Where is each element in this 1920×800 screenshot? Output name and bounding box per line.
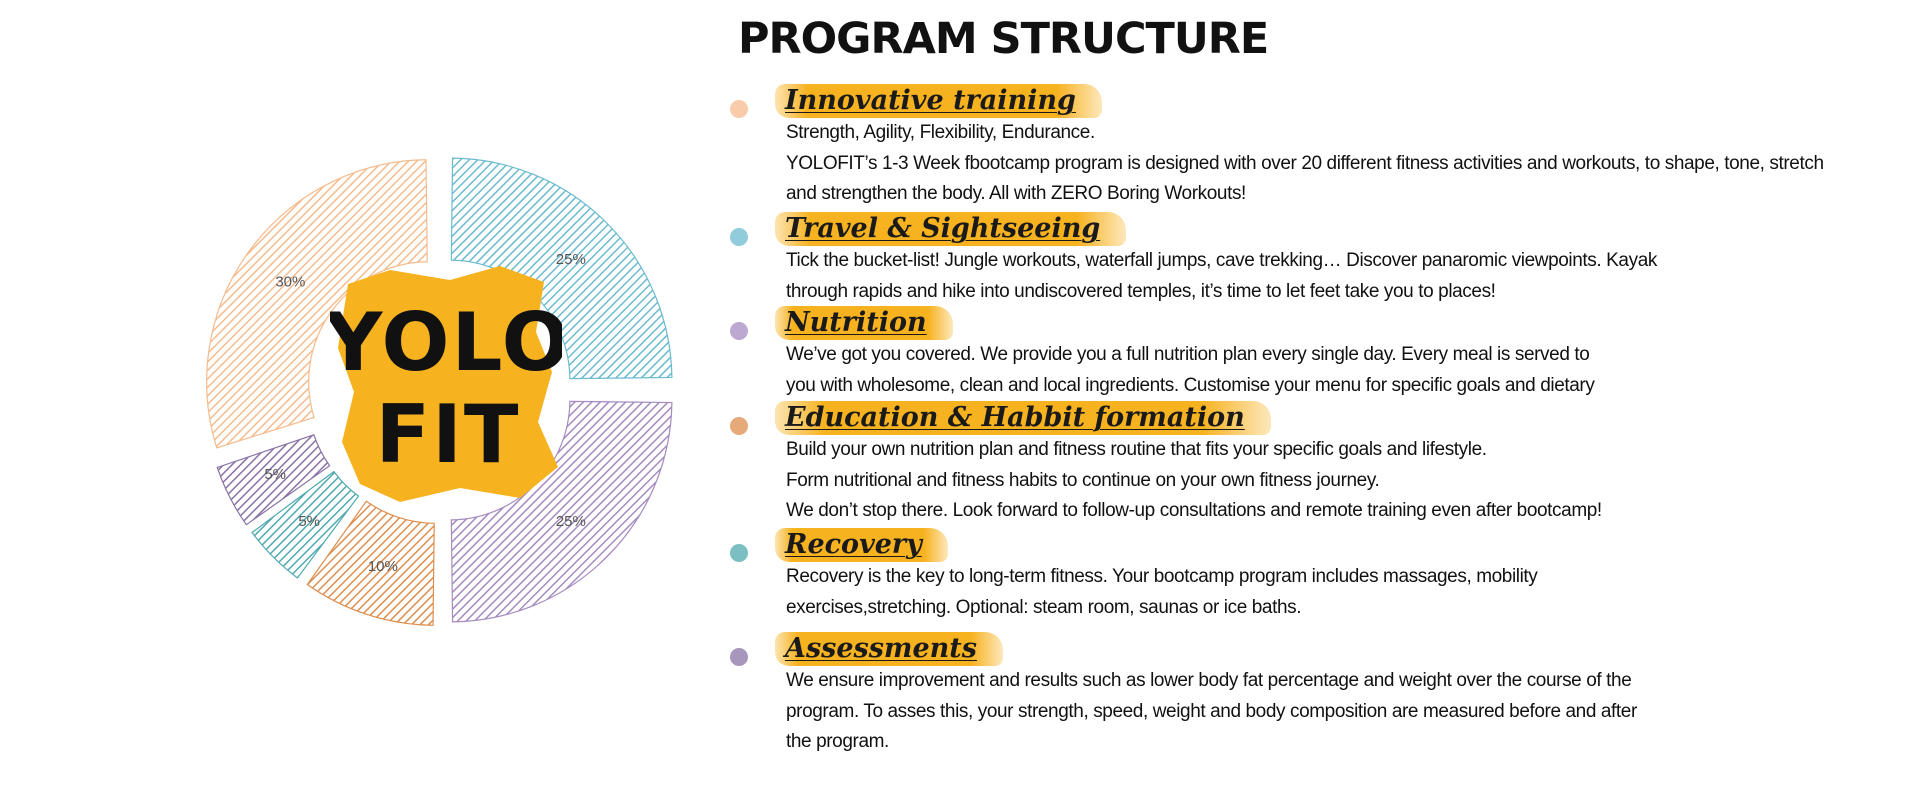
slice-percent-label: 5% — [298, 513, 320, 530]
section-heading: Travel & Sightseeing — [775, 212, 1127, 246]
section-body: Build your own nutrition plan and fitnes… — [786, 435, 1602, 527]
body-line: you with wholesome, clean and local ingr… — [786, 374, 1595, 396]
logo-line-1: YOLO — [330, 296, 562, 389]
section-heading: Recovery — [775, 528, 948, 562]
donut-slice — [251, 470, 360, 579]
body-line: Form nutritional and fitness habits to c… — [786, 469, 1380, 491]
section-body: We ensure improvement and results such a… — [786, 666, 1637, 758]
slice-percent-label: 30% — [275, 273, 305, 290]
donut-chart: 25% 25% 10% 5% 5% 30% — [160, 120, 720, 680]
body-line: and strengthen the body. All with ZERO B… — [786, 183, 1246, 204]
body-line: We ensure improvement and results such a… — [786, 670, 1632, 691]
section-body: Strength, Agility, Flexibility, Enduranc… — [786, 118, 1824, 210]
section-heading: Innovative training — [775, 84, 1102, 118]
slice-percent-label: 5% — [264, 466, 286, 483]
body-line: Tick the bucket-list! Jungle workouts, w… — [786, 250, 1657, 271]
body-line: through rapids and hike into undiscovere… — [786, 280, 1496, 302]
section-heading: Nutrition — [775, 306, 953, 340]
section-heading: Assessments — [775, 632, 1003, 666]
section-body: Recovery is the key to long-term fitness… — [786, 562, 1538, 623]
donut-svg: 25% 25% 10% 5% 5% 30% — [206, 157, 673, 626]
donut-slice — [306, 500, 435, 626]
bullet-dot-icon — [730, 648, 748, 666]
yolo-fit-logo: YOLO FIT — [330, 262, 562, 506]
bullet-dot-icon — [730, 100, 748, 118]
section-heading: Education & Habbit formation — [775, 401, 1271, 435]
body-line: We’ve got you covered. We provide you a … — [786, 344, 1590, 365]
body-line: the program. — [786, 731, 889, 752]
body-line: Strength, Agility, Flexibility, Enduranc… — [786, 122, 1095, 143]
slice-percent-label: 10% — [368, 558, 398, 575]
donut-slice — [206, 159, 428, 449]
slice-percent-label: 25% — [556, 513, 586, 530]
body-line: Build your own nutrition plan and fitnes… — [786, 439, 1487, 460]
body-line: Recovery is the key to long-term fitness… — [786, 566, 1538, 587]
bullet-dot-icon — [730, 228, 748, 246]
donut-slice — [216, 434, 331, 526]
body-line: exercises,stretching. Optional: steam ro… — [786, 596, 1302, 618]
page-title: PROGRAM STRUCTURE — [738, 14, 1269, 64]
slice-percent-label: 25% — [556, 251, 586, 268]
logo-brush-icon — [338, 266, 558, 502]
logo-line-2: FIT — [376, 388, 521, 481]
body-line: YOLOFIT’s 1-3 Week fbootcamp program is … — [786, 152, 1824, 174]
section-body: We’ve got you covered. We provide you a … — [786, 340, 1595, 401]
bullet-dot-icon — [730, 417, 748, 435]
body-line: We don’t stop there. Look forward to fol… — [786, 500, 1602, 521]
bullet-dot-icon — [730, 322, 748, 340]
bullet-dot-icon — [730, 544, 748, 562]
section-body: Tick the bucket-list! Jungle workouts, w… — [786, 246, 1657, 307]
body-line: program. To asses this, your strength, s… — [786, 700, 1637, 722]
